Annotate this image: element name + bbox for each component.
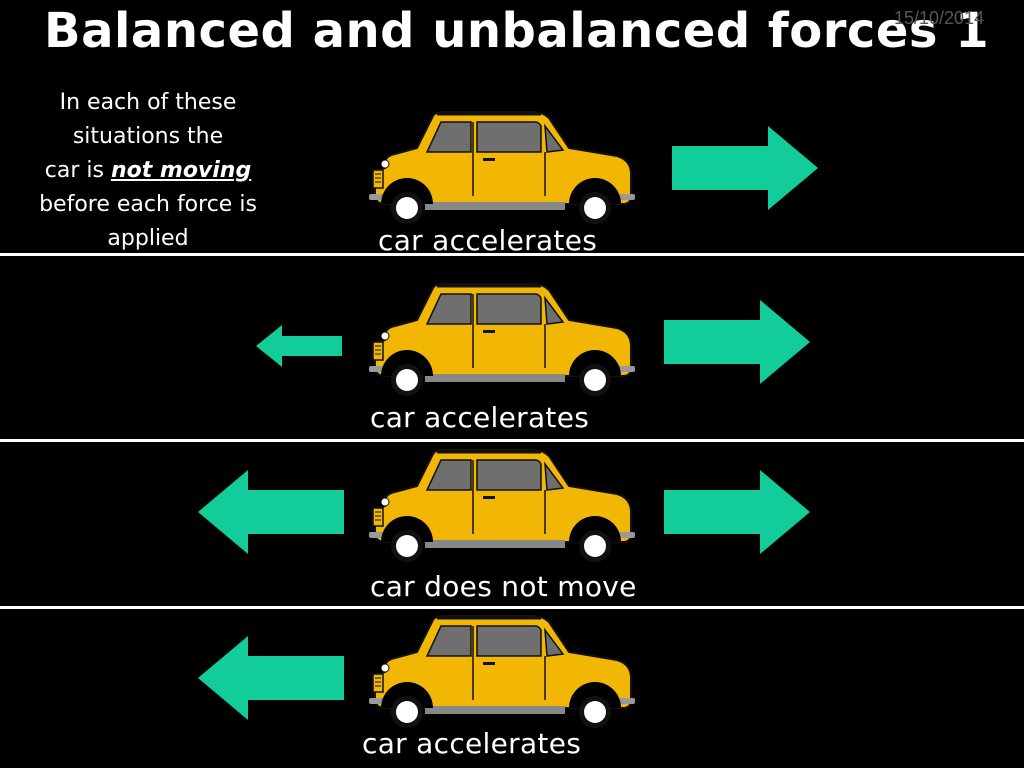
car-1 [355, 108, 635, 224]
caption-2: car accelerates [370, 401, 590, 434]
force-arrow-left-large-3 [198, 470, 344, 554]
car-2 [355, 280, 635, 396]
force-arrow-right-large-1 [672, 126, 818, 210]
intro-line-5: applied [107, 226, 189, 251]
force-arrow-right-large-2 [664, 300, 810, 384]
date-stamp: 15/10/2014 [894, 8, 985, 28]
intro-text: In each of these situations the car is n… [0, 86, 296, 256]
intro-line-2: situations the [72, 124, 224, 149]
intro-emphasis: not moving [110, 158, 252, 183]
intro-line-1: In each of these [59, 90, 237, 115]
force-arrow-left-large-4 [198, 636, 344, 720]
divider-2 [0, 439, 1024, 442]
page-title: Balanced and unbalanced forces 1 [44, 3, 990, 59]
force-arrow-left-small-2 [256, 325, 342, 367]
intro-line-3: car is not moving [0, 154, 296, 188]
intro-line-4: before each force is [39, 192, 257, 217]
caption-3: car does not move [370, 570, 637, 603]
caption-4: car accelerates [362, 727, 582, 760]
divider-3 [0, 606, 1024, 609]
car-3 [355, 446, 635, 562]
caption-1: car accelerates [378, 224, 598, 257]
car-4 [355, 612, 635, 728]
intro-line-3-prefix: car is [44, 158, 111, 183]
force-arrow-right-large-3 [664, 470, 810, 554]
divider-1 [0, 253, 1024, 256]
